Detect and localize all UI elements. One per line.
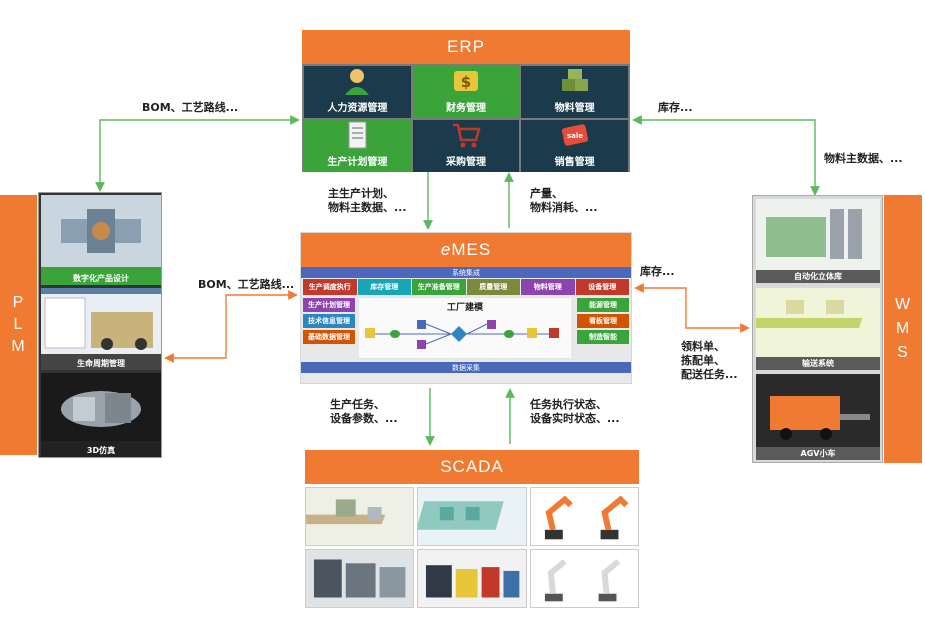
factory-flow-icon <box>365 320 559 349</box>
erp-module-grid: 人力资源管理 $ 财务管理 物料管理 生产计划管理 采购管理 sale 销售管理 <box>302 64 630 172</box>
edge-label-mes-to-scada: 生产任务、 设备参数、... <box>330 398 398 425</box>
emes-factory-model: 工厂建模 <box>359 298 571 358</box>
wms-item-automated-warehouse[interactable]: 自动化立体库 <box>756 199 880 283</box>
emes-factory-model-title: 工厂建模 <box>446 303 483 313</box>
edge-label-mes-wms-top: 库存... <box>640 265 675 278</box>
emes-tab-dispatch[interactable]: 生产调度执行 <box>303 279 357 295</box>
scada-photo-control-cabinet <box>305 549 415 608</box>
document-icon <box>348 121 367 149</box>
wms-item-conveyor[interactable]: 输送系统 <box>751 288 880 370</box>
plm-panel: 数字化产品设计 生命周期管理 3D仿真 <box>38 192 162 458</box>
emes-left-base[interactable]: 基础数据管理 <box>303 330 355 344</box>
svg-text:$: $ <box>461 73 471 91</box>
conveyor-icon <box>751 288 880 357</box>
money-icon: $ <box>453 71 478 91</box>
scada-photo-production-line <box>417 487 527 546</box>
wms-side-bar: W M S <box>884 195 922 463</box>
scada-photo-plc-devices <box>417 549 527 608</box>
wms-panel: 自动化立体库 输送系统 AGV小车 <box>751 195 883 463</box>
erp-module-purchase[interactable]: 采购管理 <box>412 120 520 172</box>
scada-panel: SCADA <box>305 450 639 610</box>
emes-data-collection: 数据采集 <box>301 362 631 373</box>
assembly-line-icon <box>306 488 414 545</box>
edge-label-mes-to-erp: 产量、 物料消耗、... <box>530 187 598 214</box>
emes-left-tech[interactable]: 技术信息管理 <box>303 314 355 328</box>
cad-part-icon <box>41 195 161 267</box>
scada-photo-grid <box>305 484 639 608</box>
person-icon <box>345 69 370 95</box>
emes-right-column: 能源管理 看板管理 制造智能 <box>577 298 629 344</box>
edge-label-erp-wms-top: 库存... <box>658 101 693 114</box>
sale-tag-icon: sale <box>561 124 588 146</box>
erp-panel: ERP 人力资源管理 $ 财务管理 物料管理 生产计划管理 采购管理 sale … <box>302 30 630 172</box>
erp-module-finance[interactable]: $ 财务管理 <box>412 66 520 118</box>
emes-system-integration: 系统集成 <box>301 267 631 278</box>
emes-tab-equipment[interactable]: 设备管理 <box>575 279 629 295</box>
scada-photo-assembly-line <box>305 487 415 546</box>
plc-device-icon <box>418 550 526 607</box>
scada-photo-white-robots <box>529 549 639 608</box>
cart-icon <box>452 123 481 148</box>
control-cabinet-icon <box>306 550 414 607</box>
edge-label-erp-to-mes: 主生产计划、 物料主数据、... <box>328 187 407 214</box>
agv-forklift-icon <box>756 374 880 447</box>
edge-label-plm-erp: BOM、工艺路线... <box>142 101 239 114</box>
plm-item-lifecycle[interactable]: 生命周期管理 <box>41 288 161 370</box>
emes-left-column: 生产计划管理 技术信息管理 基础数据管理 <box>303 298 355 344</box>
wms-item-agv[interactable]: AGV小车 <box>756 374 880 460</box>
scada-photo-robot-arms <box>529 487 639 546</box>
3d-model-icon <box>41 373 161 441</box>
erp-module-material[interactable]: 物料管理 <box>521 66 628 118</box>
emes-left-plan[interactable]: 生产计划管理 <box>303 298 355 312</box>
edge-label-mes-wms-bottom: 领料单、 拣配单、 配送任务... <box>681 340 738 381</box>
production-line-icon <box>418 488 526 545</box>
emes-tab-prep[interactable]: 生产准备管理 <box>412 279 466 295</box>
warehouse-rack-icon <box>756 199 880 270</box>
emes-tab-inventory[interactable]: 库存管理 <box>357 279 411 295</box>
erp-module-hr[interactable]: 人力资源管理 <box>304 66 411 118</box>
scada-title: SCADA <box>305 450 639 484</box>
arrow-plm-erp <box>95 115 300 192</box>
emes-body: 生产计划管理 技术信息管理 基础数据管理 能源管理 看板管理 制造智能 工厂建模 <box>301 296 631 362</box>
emes-right-energy[interactable]: 能源管理 <box>577 298 629 312</box>
plm-item-digital-design[interactable]: 数字化产品设计 <box>41 195 161 285</box>
emes-tab-material[interactable]: 物料管理 <box>521 279 575 295</box>
arrow-erp-wms <box>632 115 820 196</box>
arrow-mes-wms <box>634 283 750 333</box>
svg-text:sale: sale <box>567 132 583 140</box>
emes-tab-quality[interactable]: 质量管理 <box>466 279 520 295</box>
emes-right-intelligence[interactable]: 制造智能 <box>577 330 629 344</box>
edge-label-erp-wms-side: 物料主数据、... <box>824 152 903 165</box>
emes-module-tabs: 生产调度执行 库存管理 生产准备管理 质量管理 物料管理 设备管理 <box>301 278 631 296</box>
edge-label-scada-to-mes: 任务执行状态、 设备实时状态、... <box>530 398 620 425</box>
plm-side-bar: P L M <box>0 195 37 455</box>
arrow-plm-mes <box>164 290 298 363</box>
boxes-icon <box>561 69 588 91</box>
erp-title: ERP <box>302 30 630 64</box>
emes-right-board[interactable]: 看板管理 <box>577 314 629 328</box>
erp-module-production-plan[interactable]: 生产计划管理 <box>304 120 411 172</box>
erp-module-sales[interactable]: sale 销售管理 <box>521 120 628 172</box>
software-window-icon <box>41 288 161 354</box>
edge-label-plm-mes: BOM、工艺路线... <box>198 278 295 291</box>
robot-arm-icon <box>530 488 638 545</box>
white-robot-icon <box>530 550 638 607</box>
plm-item-3d-simulation[interactable]: 3D仿真 <box>41 373 161 457</box>
